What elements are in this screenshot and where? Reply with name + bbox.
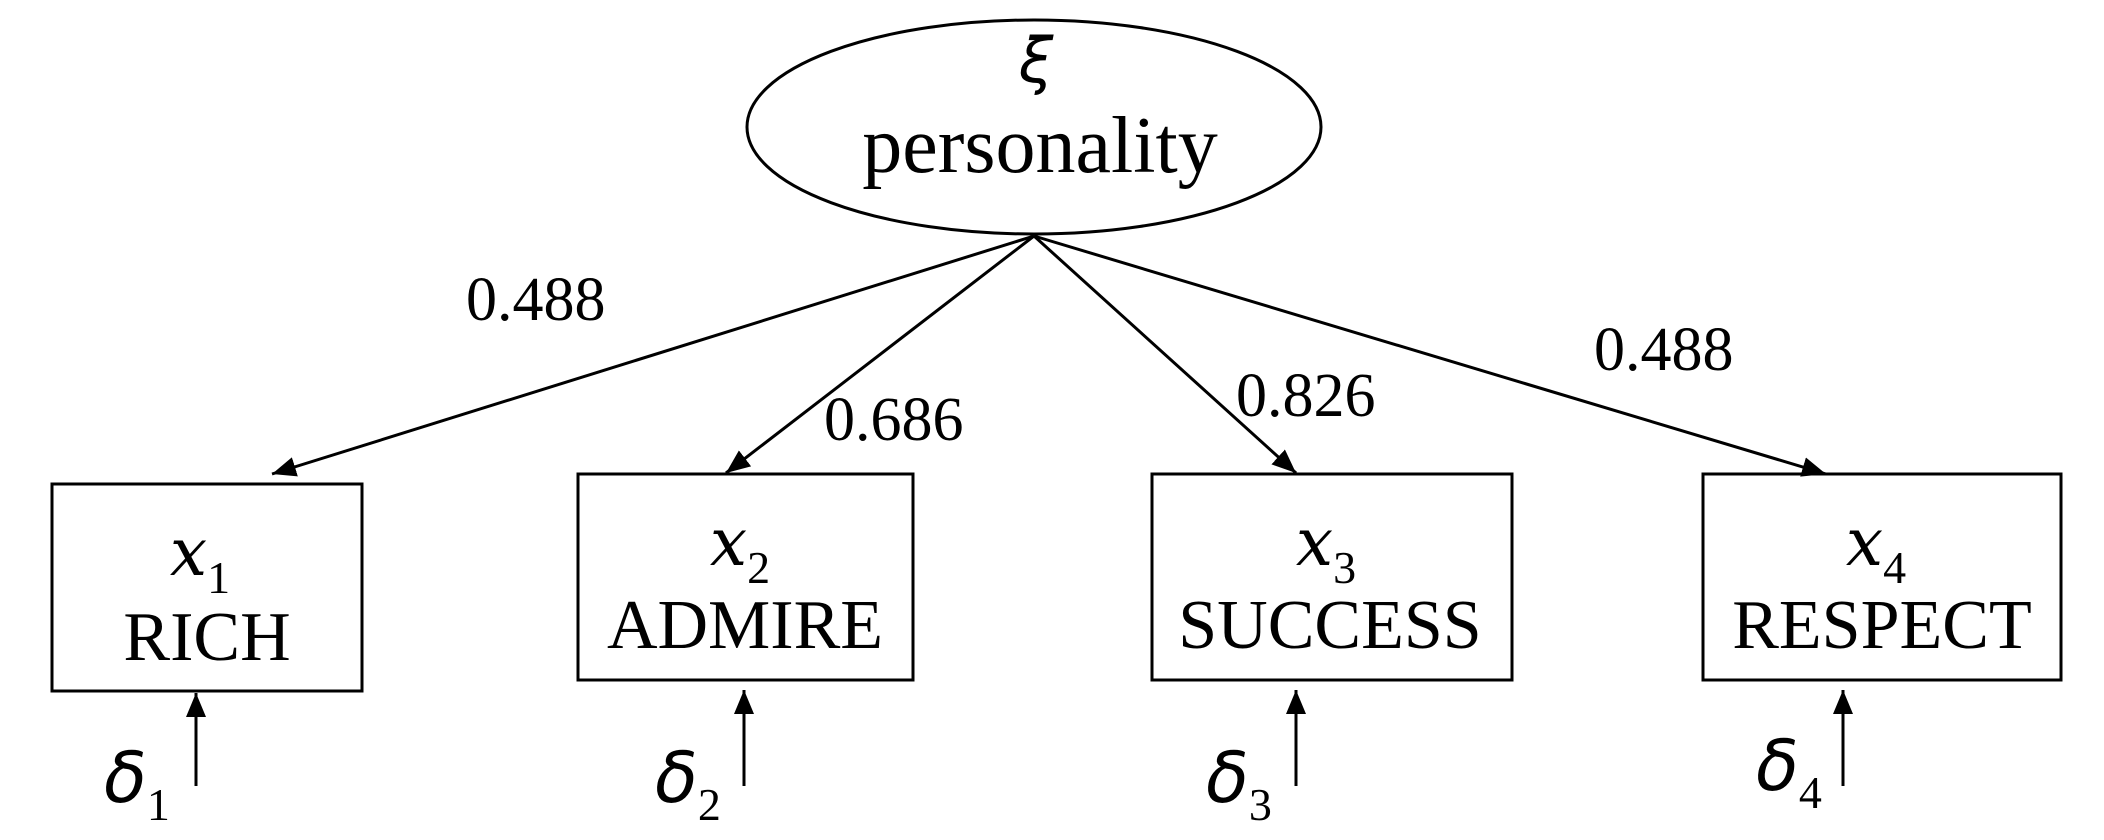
indicator-box bbox=[1701, 472, 2063, 682]
loading-arrow-4 bbox=[1033, 234, 1827, 477]
error-label-1: δ1 bbox=[104, 737, 170, 830]
loading-arrow-2 bbox=[725, 234, 1035, 475]
latent-symbol: ξ bbox=[1018, 24, 1054, 97]
indicator-label: RESPECT bbox=[1732, 587, 2032, 664]
latent-name: personality bbox=[862, 102, 1217, 190]
latent-ellipse bbox=[745, 18, 1323, 236]
error-paths bbox=[186, 690, 1853, 786]
loading-label-2: 0.686 bbox=[824, 386, 964, 454]
indicator-symbol: x3 bbox=[1296, 504, 1356, 593]
loading-arrow-1 bbox=[271, 234, 1035, 477]
indicator-node-1: x1 RICH bbox=[50, 482, 364, 693]
error-label-4: δ4 bbox=[1756, 725, 1822, 818]
indicator-symbol: x1 bbox=[170, 514, 230, 603]
latent-node: ξ personality bbox=[745, 18, 1323, 236]
loading-label-1: 0.488 bbox=[466, 266, 606, 334]
indicator-symbol: x2 bbox=[710, 504, 770, 593]
indicator-node-3: x3 SUCCESS bbox=[1150, 472, 1514, 682]
indicator-box bbox=[576, 472, 915, 682]
indicator-label: SUCCESS bbox=[1178, 587, 1481, 664]
loading-label-4: 0.488 bbox=[1594, 316, 1734, 384]
indicator-node-2: x2 ADMIRE bbox=[576, 472, 915, 682]
indicator-label: ADMIRE bbox=[607, 587, 883, 664]
indicator-box bbox=[50, 482, 364, 693]
indicator-symbol: x4 bbox=[1846, 504, 1906, 593]
loading-label-3: 0.826 bbox=[1236, 362, 1376, 430]
loading-labels: 0.488 0.686 0.826 0.488 bbox=[466, 266, 1734, 454]
loading-paths bbox=[271, 234, 1827, 477]
loading-arrow-3 bbox=[1032, 234, 1298, 475]
error-label-3: δ3 bbox=[1206, 737, 1272, 830]
error-labels: δ1 δ2 δ3 δ4 bbox=[104, 725, 1822, 830]
indicator-label: RICH bbox=[123, 599, 290, 676]
indicator-node-4: x4 RESPECT bbox=[1701, 472, 2063, 682]
error-label-2: δ2 bbox=[655, 737, 721, 830]
indicator-box bbox=[1150, 472, 1514, 682]
